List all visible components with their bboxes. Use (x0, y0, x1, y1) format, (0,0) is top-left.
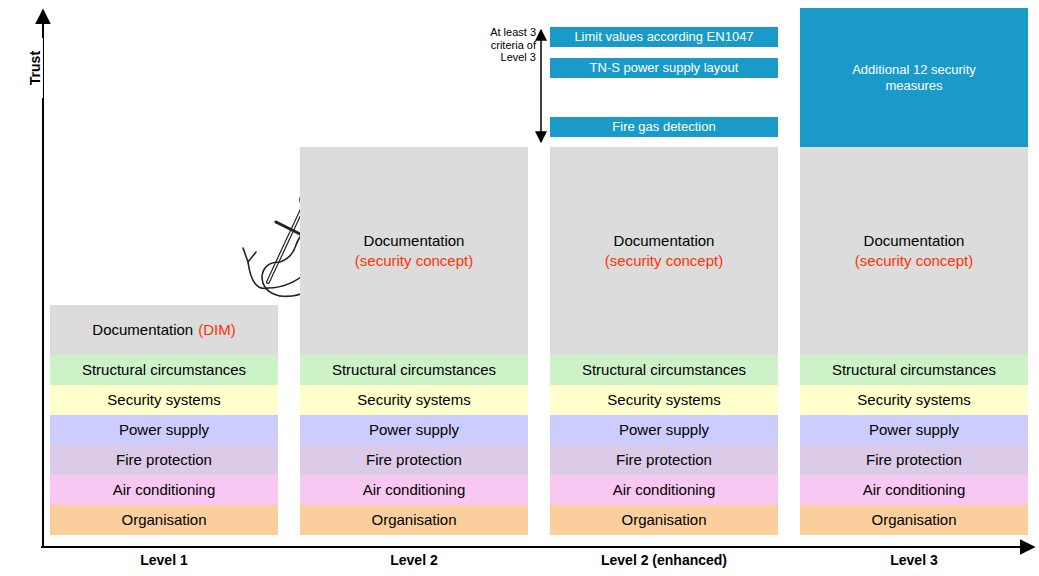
criteria-band: Organisation (300, 505, 528, 535)
criterion-box: Limit values according EN1047 (550, 27, 778, 47)
range-arrow (540, 30, 542, 142)
documentation-title: Documentation (864, 232, 965, 250)
box-text: Security systems (107, 391, 220, 409)
box-text: Fire protection (866, 451, 962, 469)
box-text: Security systems (607, 391, 720, 409)
box-text: Fire protection (616, 451, 712, 469)
criteria-band: Power supply (50, 415, 278, 445)
box-text: Power supply (619, 421, 709, 439)
documentation-box: Documentation (security concept) (800, 147, 1028, 355)
box-text: Power supply (369, 421, 459, 439)
box-text: Structural circumstances (582, 361, 746, 379)
criteria-band: Fire protection (50, 445, 278, 475)
documentation-type: (security concept) (855, 252, 973, 270)
documentation-title: Documentation (92, 321, 193, 339)
documentation-box: Documentation (security concept) (300, 147, 528, 355)
box-text: Power supply (119, 421, 209, 439)
level-label: Level 3 (800, 552, 1028, 568)
criteria-band: Power supply (800, 415, 1028, 445)
documentation-title: Documentation (364, 232, 465, 250)
documentation-type: (DIM) (198, 321, 236, 339)
axis-title: Trust (27, 38, 43, 98)
box-text: Security systems (857, 391, 970, 409)
criteria-band: Organisation (550, 505, 778, 535)
box-text: Fire gas detection (612, 119, 715, 135)
criteria-band: Security systems (550, 385, 778, 415)
documentation-type: (security concept) (605, 252, 723, 270)
criteria-band: Organisation (50, 505, 278, 535)
criteria-band: Structural circumstances (300, 355, 528, 385)
criteria-band: Security systems (50, 385, 278, 415)
box-text: Organisation (621, 511, 706, 529)
criteria-band: Fire protection (800, 445, 1028, 475)
box-text: Fire protection (116, 451, 212, 469)
box-text: TN-S power supply layout (590, 60, 739, 76)
x-axis (41, 546, 1034, 548)
criteria-band: Air conditioning (300, 475, 528, 505)
criteria-band: Power supply (550, 415, 778, 445)
box-text: Structural circumstances (82, 361, 246, 379)
box-text: Security systems (357, 391, 470, 409)
criteria-band: Fire protection (300, 445, 528, 475)
criteria-band: Air conditioning (50, 475, 278, 505)
range-note: At least 3 criteria of Level 3 (478, 26, 536, 64)
criteria-band: Power supply (300, 415, 528, 445)
criteria-band: Organisation (800, 505, 1028, 535)
box-text: Organisation (371, 511, 456, 529)
box-text: Air conditioning (363, 481, 466, 499)
criteria-band: Fire protection (550, 445, 778, 475)
criteria-band: Structural circumstances (50, 355, 278, 385)
box-text: Organisation (871, 511, 956, 529)
additional-measures-box: Additional 12 security measures (800, 8, 1028, 147)
criteria-band: Air conditioning (800, 475, 1028, 505)
box-text: Limit values according EN1047 (574, 29, 753, 45)
criteria-band: Structural circumstances (550, 355, 778, 385)
criteria-band: Security systems (300, 385, 528, 415)
box-text: Air conditioning (113, 481, 216, 499)
box-text: Structural circumstances (332, 361, 496, 379)
box-text: Additional 12 security measures (844, 62, 984, 93)
box-text: Power supply (869, 421, 959, 439)
level-label: Level 2 (enhanced) (550, 552, 778, 568)
criterion-box: Fire gas detection (550, 117, 778, 137)
criteria-band: Air conditioning (550, 475, 778, 505)
criteria-band: Structural circumstances (800, 355, 1028, 385)
box-text: Air conditioning (863, 481, 966, 499)
criteria-band: Security systems (800, 385, 1028, 415)
box-text: Air conditioning (613, 481, 716, 499)
level-label: Level 1 (50, 552, 278, 568)
documentation-type: (security concept) (355, 252, 473, 270)
level-label: Level 2 (300, 552, 528, 568)
documentation-box: Documentation (security concept) (550, 147, 778, 355)
box-text: Fire protection (366, 451, 462, 469)
documentation-box: Documentation (DIM) (50, 305, 278, 355)
documentation-title: Documentation (614, 232, 715, 250)
box-text: Structural circumstances (832, 361, 996, 379)
box-text: Organisation (121, 511, 206, 529)
criterion-box: TN-S power supply layout (550, 58, 778, 78)
